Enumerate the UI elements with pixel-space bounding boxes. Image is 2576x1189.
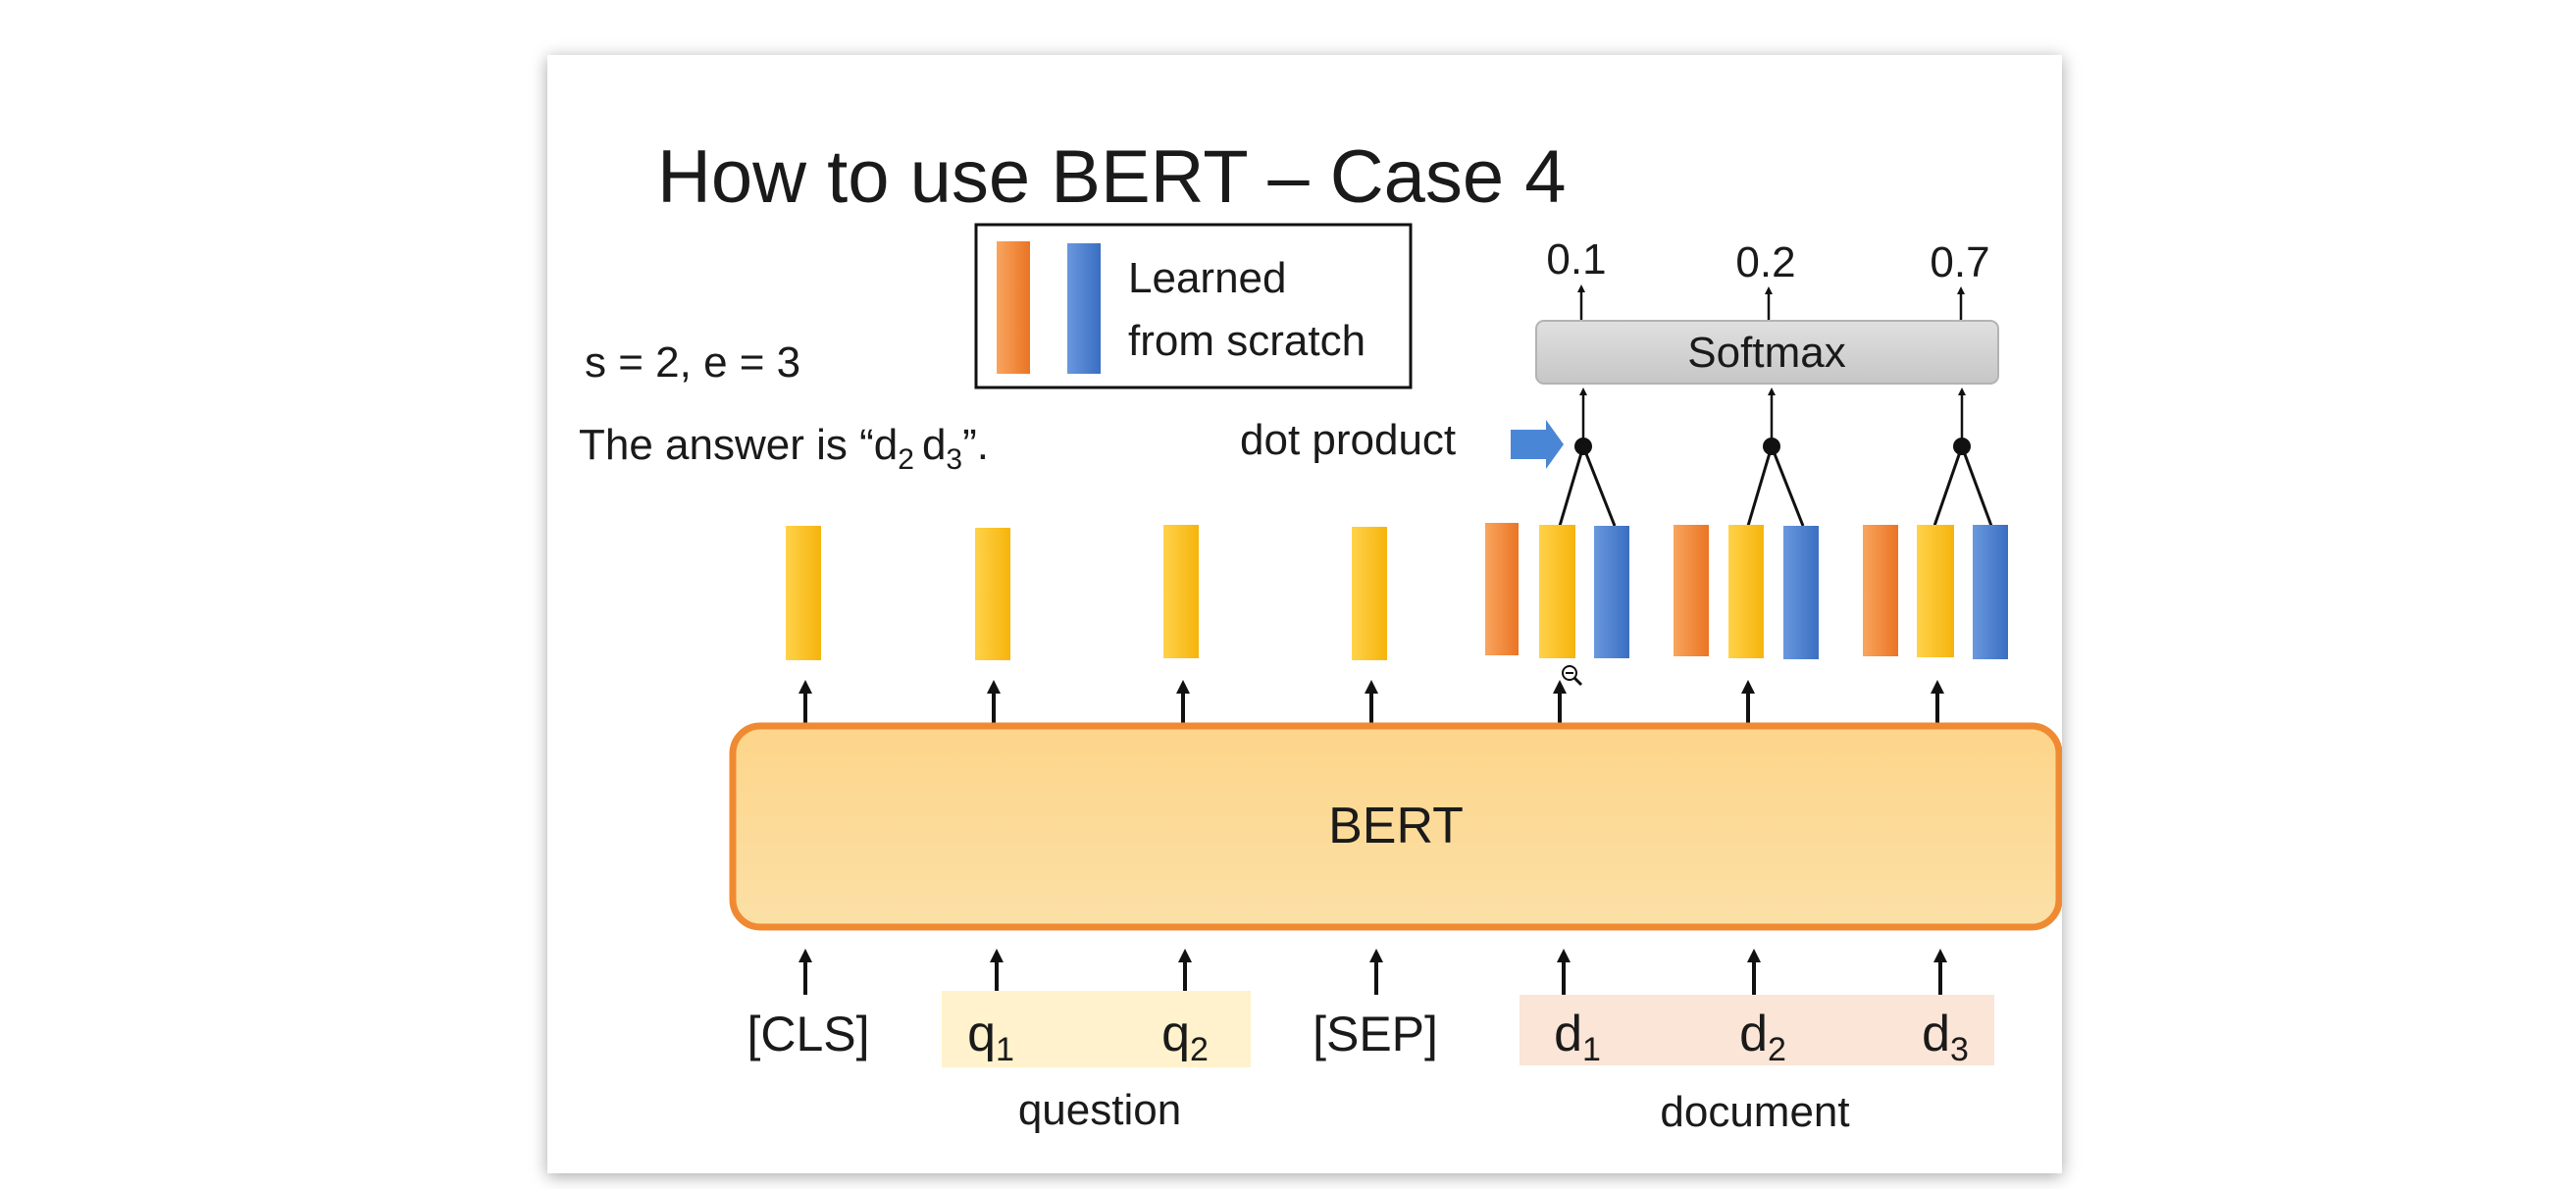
legend: Learned from scratch: [974, 223, 1413, 389]
output-vector-cls: [786, 526, 821, 660]
dot-product-junctions: [1558, 388, 1993, 527]
legend-blue-vector: [1067, 243, 1101, 374]
question-group-bg: [942, 991, 1251, 1067]
output-vector-d3: [1917, 525, 1954, 657]
end-vector-d3: [1973, 525, 2008, 659]
token-d1: d1: [1554, 1006, 1601, 1068]
bert-output-arrows: [799, 680, 1944, 725]
token-sep: [SEP]: [1313, 1007, 1438, 1061]
start-vector-d1: [1485, 523, 1519, 655]
document-label: document: [1660, 1088, 1849, 1136]
prob-d2: 0.2: [1735, 238, 1795, 286]
legend-line1: Learned: [1128, 254, 1286, 302]
start-end-indices: s = 2, e = 3: [585, 338, 800, 387]
output-vector-q1: [975, 528, 1010, 660]
token-q1: q1: [967, 1006, 1014, 1068]
input-arrows: [799, 949, 1947, 995]
output-vector-q2: [1163, 525, 1199, 658]
start-vector-d3: [1863, 525, 1898, 656]
legend-line2: from scratch: [1128, 317, 1365, 365]
output-vector-d1: [1539, 525, 1575, 658]
bert-case4-diagram: How to use BERT – Case 4 Learned from sc…: [579, 135, 2062, 1136]
slide-title: How to use BERT – Case 4: [657, 135, 1567, 219]
prob-d1: 0.1: [1546, 235, 1606, 284]
document-group-bg: [1520, 995, 1994, 1065]
zoom-cursor-icon: [1562, 665, 1583, 687]
softmax-box: [1535, 320, 1999, 385]
question-label: question: [1018, 1086, 1181, 1134]
slide: How to use BERT – Case 4 Learned from sc…: [547, 55, 2062, 1173]
end-vector-d1: [1594, 526, 1629, 658]
output-vector-sep: [1352, 527, 1387, 660]
end-vector-d2: [1783, 526, 1819, 659]
dot-product-arrow: [1511, 420, 1564, 469]
prob-d3: 0.7: [1930, 238, 1989, 286]
dot-product-label: dot product: [1240, 416, 1456, 464]
softmax-label: Softmax: [1687, 329, 1845, 377]
bert-box: [729, 722, 2062, 931]
token-q2: q2: [1161, 1006, 1209, 1068]
legend-orange-vector: [997, 241, 1030, 374]
output-vector-d2: [1728, 525, 1764, 658]
input-tokens: [CLS] q1 q2 [SEP] d1 d2 d3: [747, 1006, 1968, 1068]
token-d3: d3: [1922, 1006, 1969, 1068]
output-vectors: [786, 523, 2008, 660]
start-vector-d2: [1674, 525, 1709, 656]
bert-label: BERT: [1328, 798, 1464, 854]
token-d2: d2: [1739, 1006, 1786, 1068]
legend-box: [974, 223, 1413, 389]
token-cls: [CLS]: [747, 1007, 869, 1061]
